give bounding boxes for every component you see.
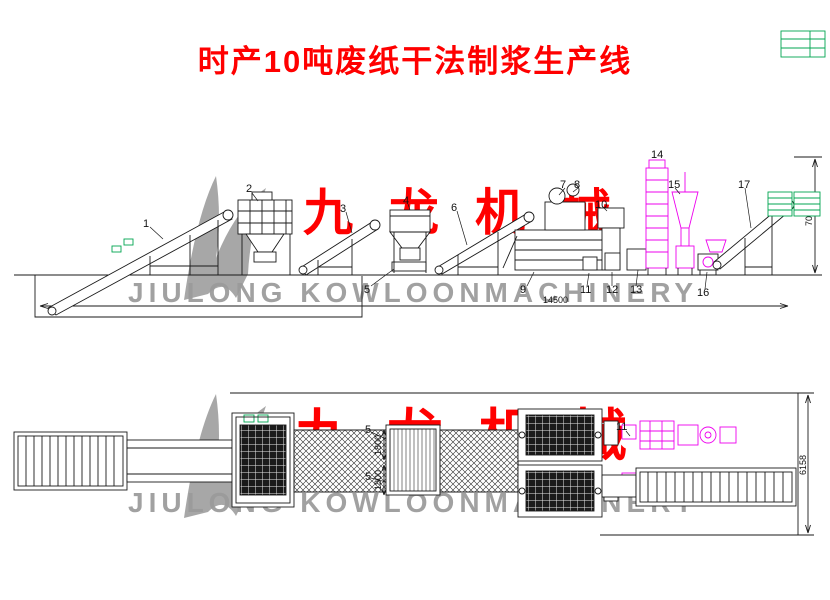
callout-11: 11 bbox=[580, 284, 591, 296]
callout-10: 10 bbox=[595, 199, 607, 211]
callout-15: 15 bbox=[668, 179, 680, 191]
callout-8: 8 bbox=[574, 179, 580, 191]
plan-pulper-system bbox=[621, 420, 737, 450]
page-title: 时产10吨废纸干法制浆生产线 bbox=[197, 44, 633, 79]
plan-view: 6158 1800 1800 bbox=[13, 392, 814, 536]
legend-table bbox=[767, 191, 821, 217]
plan-callout-11: 11 bbox=[616, 421, 627, 433]
callout-5: 5 bbox=[364, 284, 370, 296]
callout-12: 12 bbox=[606, 284, 618, 296]
plan-infeed-conveyor bbox=[13, 431, 233, 491]
dim-width-label: 6158 bbox=[798, 455, 808, 475]
side-view-callouts: 1 2 3 4 5 6 7 8 9 10 11 12 13 14 15 16 1… bbox=[143, 149, 750, 299]
callout-16: 16 bbox=[697, 287, 709, 299]
cyclone bbox=[671, 172, 699, 275]
conveyor-6 bbox=[434, 211, 535, 275]
screen-separator bbox=[502, 183, 647, 271]
feeder-hopper bbox=[389, 209, 431, 273]
plan-screen-top bbox=[517, 408, 603, 462]
plan-screen-bottom bbox=[517, 464, 603, 518]
conveyor-1 bbox=[47, 209, 234, 316]
callout-7: 7 bbox=[560, 179, 566, 191]
dim-belt-top-label: 1800 bbox=[373, 435, 383, 455]
plan-bale-breaker bbox=[231, 412, 295, 508]
watermark-en-top: JIULONG KOWLOONMACHINERY bbox=[128, 277, 699, 308]
conveyor-3 bbox=[298, 219, 381, 276]
callout-17: 17 bbox=[738, 179, 750, 191]
storage-tower bbox=[645, 159, 669, 275]
plan-callout-5a: 5 bbox=[365, 424, 371, 436]
plan-callout-leaders bbox=[370, 430, 631, 483]
callout-6: 6 bbox=[451, 202, 457, 214]
plan-callout-5b: 5 bbox=[365, 471, 371, 483]
callout-3: 3 bbox=[340, 203, 346, 215]
bale-breaker bbox=[237, 191, 293, 275]
side-elevation-view: 14500 7000 bbox=[14, 149, 822, 318]
callout-9: 9 bbox=[520, 284, 526, 296]
callout-2: 2 bbox=[246, 183, 252, 195]
plan-callouts: 5 5 11 bbox=[365, 421, 627, 483]
title-block bbox=[780, 30, 826, 58]
plan-belt-2 bbox=[439, 429, 519, 493]
callout-14: 14 bbox=[651, 149, 663, 161]
plan-boundary-and-dimension: 6158 bbox=[230, 392, 814, 536]
callout-13: 13 bbox=[630, 284, 642, 296]
plan-belt-1 bbox=[293, 429, 387, 493]
dim-length-label: 14500 bbox=[543, 295, 568, 305]
callout-1: 1 bbox=[143, 218, 149, 230]
callout-4: 4 bbox=[403, 195, 409, 207]
callout-leaders bbox=[149, 187, 752, 290]
plan-outfeed-conveyor bbox=[601, 467, 797, 507]
